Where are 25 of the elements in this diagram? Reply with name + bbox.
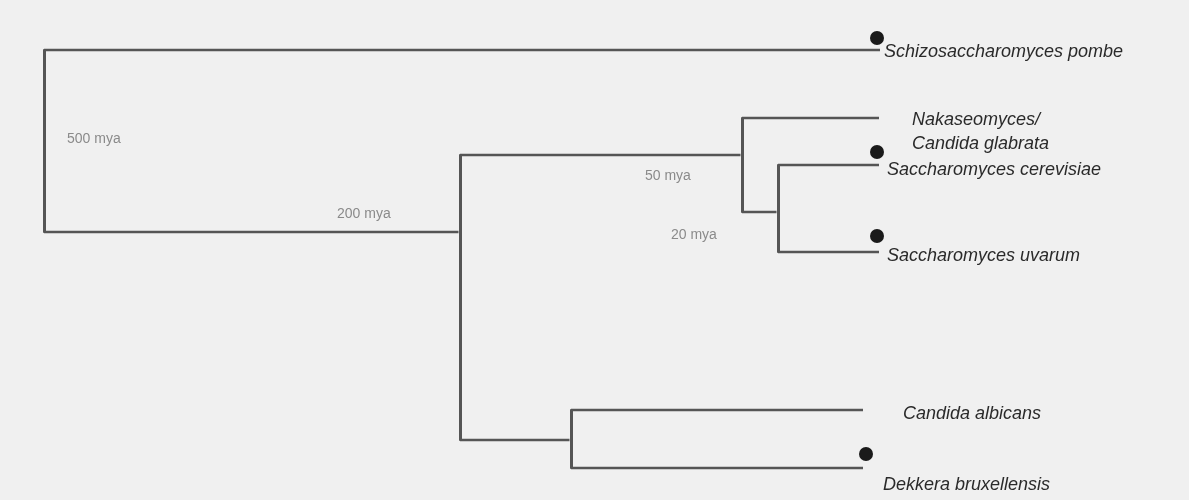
- tree-branch: [460, 438, 570, 442]
- tree-branch: [44, 48, 880, 52]
- tree-branch: [44, 230, 459, 234]
- divergence-time-label: 200 mya: [337, 205, 391, 221]
- species-name: Dekkera bruxellensis: [883, 473, 1051, 496]
- species-name: Nakaseomyces/ Candida glabrata: [912, 108, 1051, 155]
- divergence-time-label: 50 mya: [645, 167, 691, 183]
- branch-point-line: [569, 409, 573, 469]
- species-name: Schizosaccharomyces pombe: [884, 40, 1124, 63]
- tree-branch: [778, 163, 879, 167]
- divergence-time-label: 20 mya: [671, 226, 717, 242]
- tree-branch: [742, 210, 777, 214]
- species-name: Candida albicans: [903, 402, 1042, 425]
- tree-branch: [571, 466, 863, 470]
- branch-point-line: [740, 117, 744, 213]
- branch-point-line: [458, 154, 462, 441]
- branch-point-line: [42, 49, 46, 233]
- tree-branch: [460, 153, 741, 157]
- tree-branch: [742, 116, 879, 120]
- branch-point-line: [776, 164, 780, 253]
- divergence-time-label: 500 mya: [67, 130, 121, 146]
- tree-branch: [778, 250, 879, 254]
- species-name: Saccharomyces uvarum: [887, 244, 1081, 267]
- species-name: Saccharomyces cerevisiae: [887, 158, 1102, 181]
- tree-branch: [571, 408, 863, 412]
